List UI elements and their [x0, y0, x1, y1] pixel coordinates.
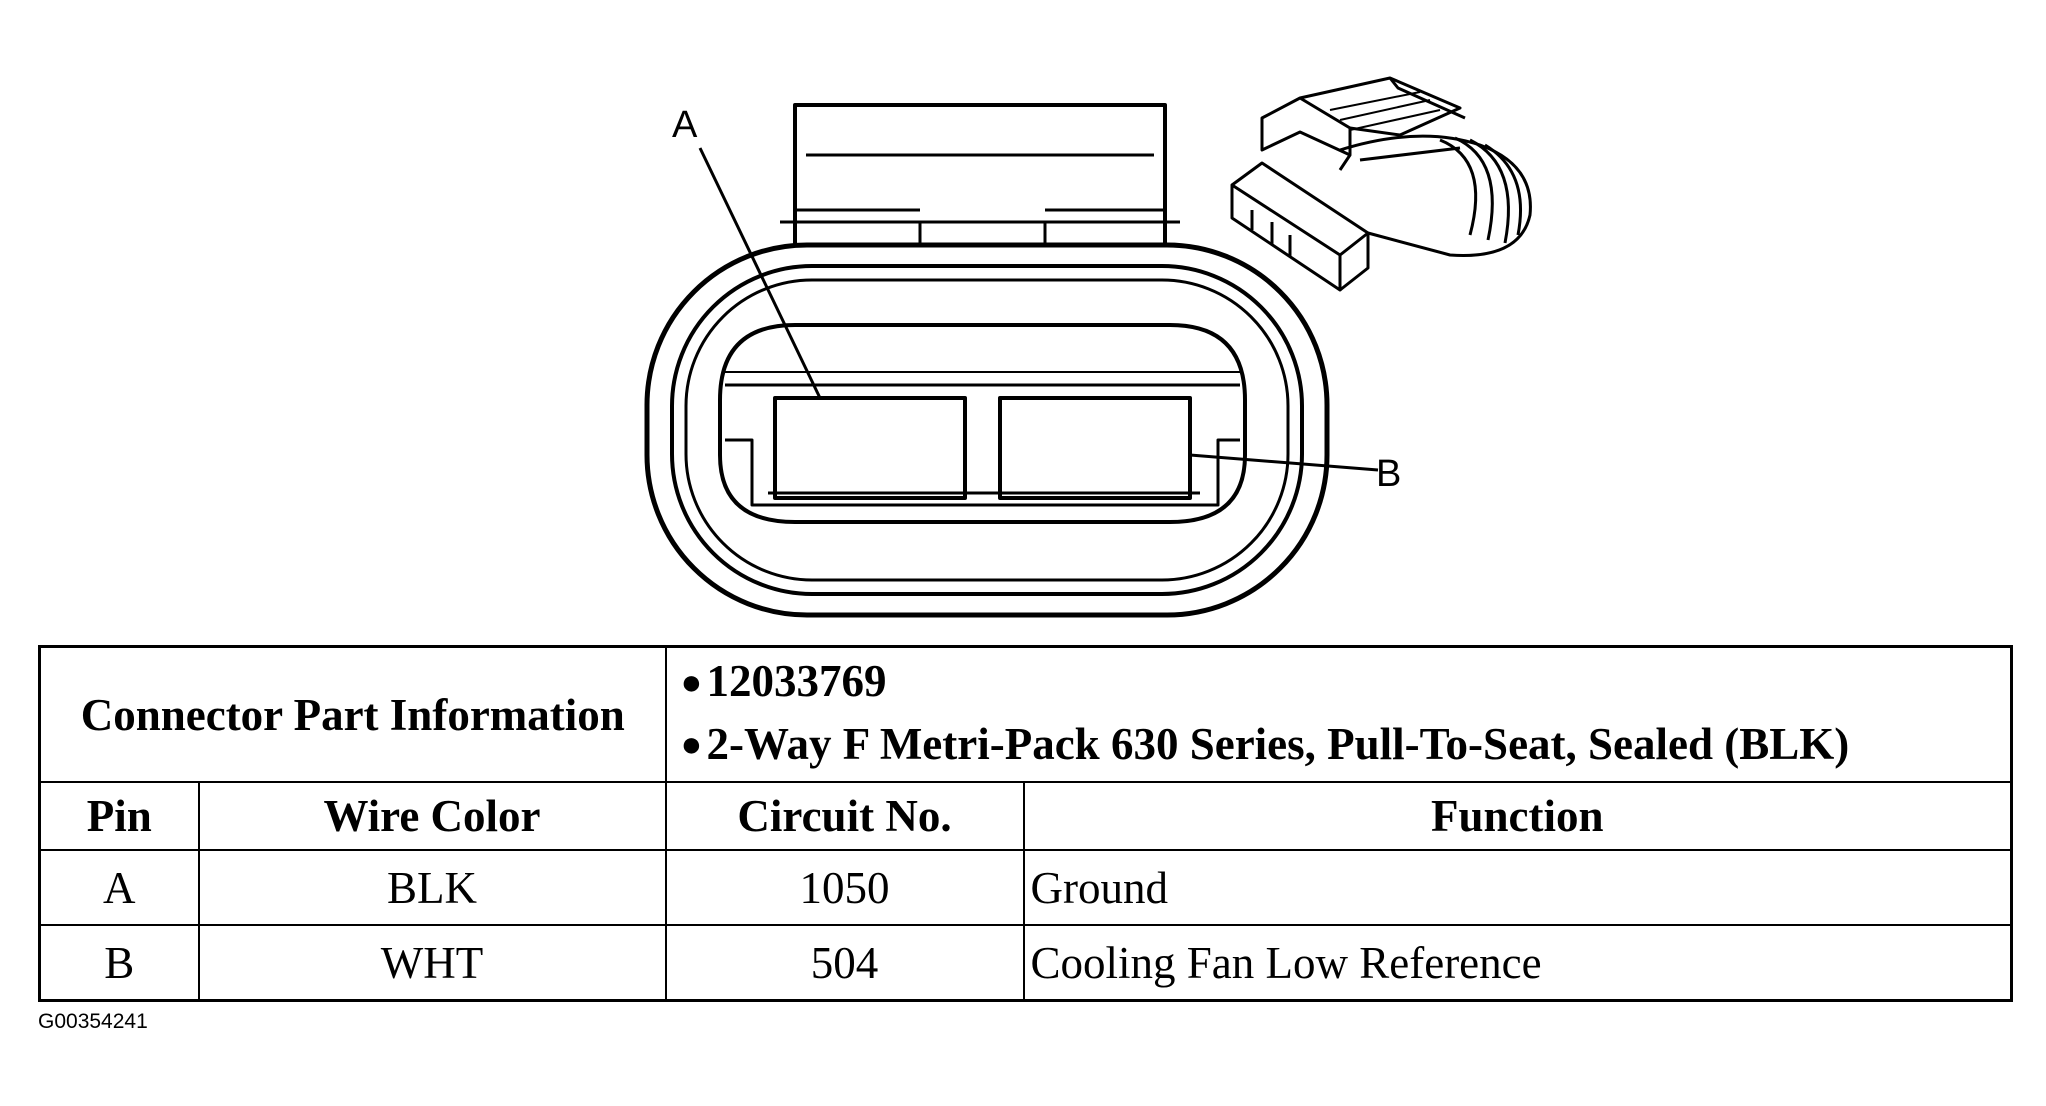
callout-a-label: A [672, 104, 698, 146]
header-pin: Pin [38, 781, 200, 851]
table-header-row: Pin Wire Color Circuit No. Function [38, 781, 2013, 851]
part-number: 12033769 [706, 655, 887, 706]
table-row: B WHT 504 Cooling Fan Low Reference [38, 924, 2013, 1002]
pin-cell: A [38, 849, 200, 926]
circuit-cell: 504 [664, 924, 1025, 1002]
pin-b-cavity [998, 396, 1192, 500]
bullet-icon: ● [680, 661, 703, 702]
wire-color-cell: WHT [197, 924, 667, 1002]
pin-cell: B [38, 924, 200, 1002]
callout-b-label: B [1376, 453, 1401, 495]
function-cell: Ground [1022, 849, 2013, 926]
connector-face [644, 103, 1330, 618]
connector-info-values: ●12033769 ●2-Way F Metri-Pack 630 Series… [664, 645, 2013, 783]
bullet-icon: ● [680, 724, 703, 765]
figure-id: G00354241 [38, 1010, 148, 1033]
function-cell: Cooling Fan Low Reference [1022, 924, 2013, 1002]
header-function: Function [1022, 781, 2013, 851]
connector-pinout-table: Connector Part Information ●12033769 ●2-… [38, 645, 2013, 1002]
pin-a-cavity [773, 396, 967, 500]
callout-b-leader [1189, 453, 1379, 472]
header-circuit-no: Circuit No. [664, 781, 1025, 851]
connector-info-row: Connector Part Information ●12033769 ●2-… [38, 645, 2013, 783]
connector-diagram: A B [644, 76, 1532, 618]
circuit-cell: 1050 [664, 849, 1025, 926]
connector-info-label: Connector Part Information [38, 645, 667, 783]
table-row: A BLK 1050 Ground [38, 849, 2013, 926]
wire-color-cell: BLK [197, 849, 667, 926]
connector-info-item: ●12033769 [680, 652, 2010, 715]
connector-description: 2-Way F Metri-Pack 630 Series, Pull-To-S… [706, 718, 1850, 769]
callout-a-leader [698, 147, 822, 399]
header-wire-color: Wire Color [197, 781, 667, 851]
connector-info-item: ●2-Way F Metri-Pack 630 Series, Pull-To-… [680, 715, 2010, 778]
connector-isometric-icon [1230, 76, 1532, 292]
